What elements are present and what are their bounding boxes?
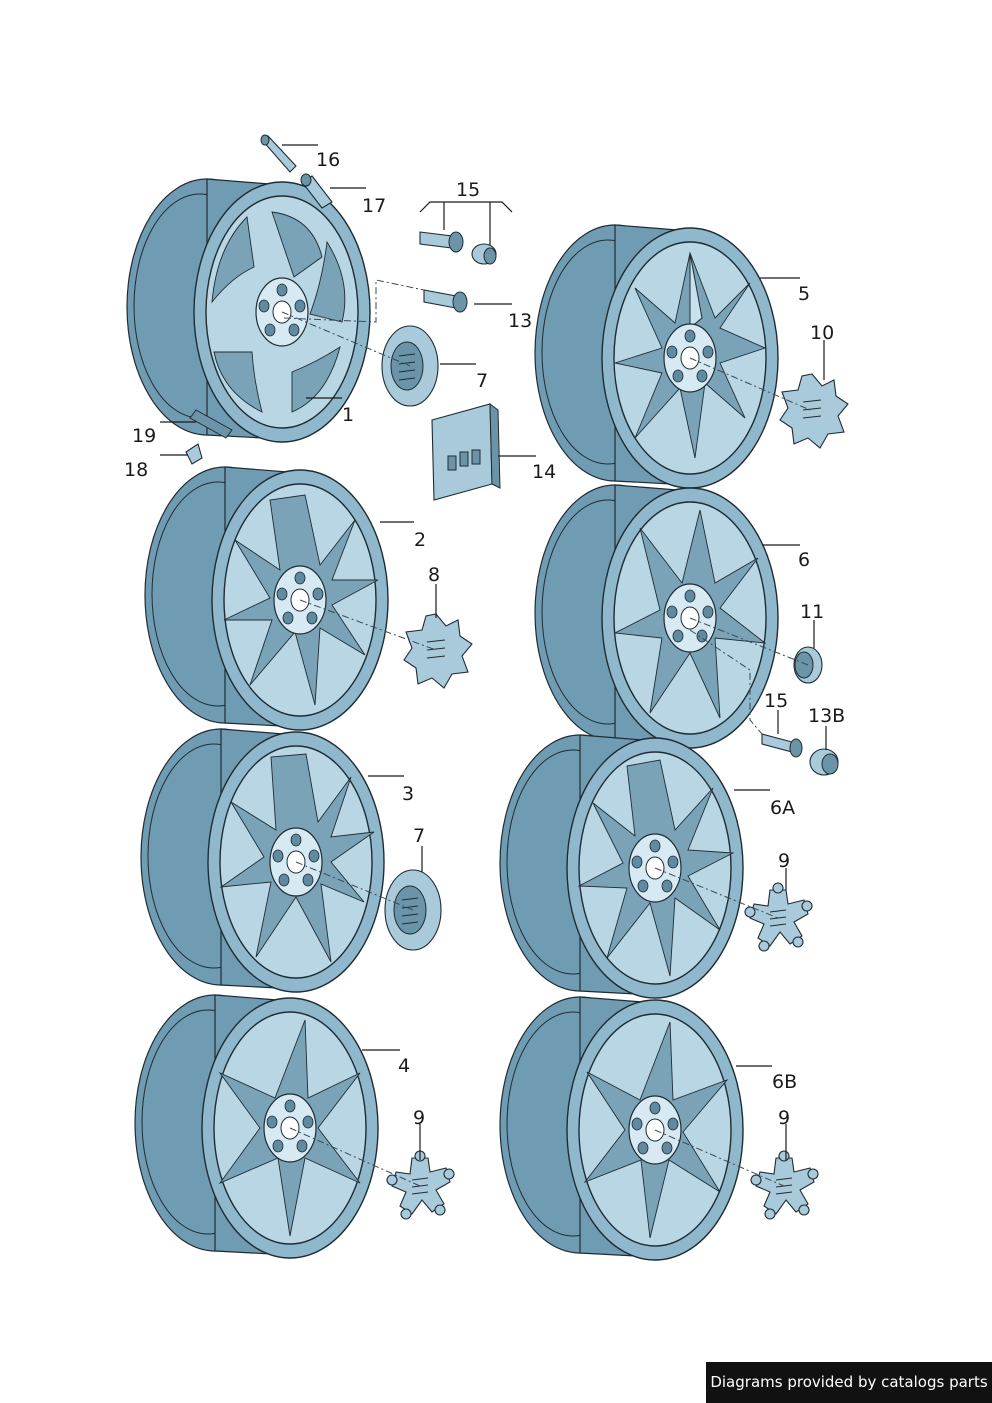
leader-lines <box>160 144 827 1160</box>
center-cap-9-a <box>744 882 813 952</box>
center-cap-11 <box>793 646 823 684</box>
valve-17 <box>300 173 333 209</box>
center-cap-10 <box>779 373 849 449</box>
label-18: 18 <box>124 459 148 481</box>
label-2: 2 <box>414 529 426 551</box>
label-14: 14 <box>532 461 556 483</box>
label-7-top: 7 <box>476 370 488 392</box>
wheel-2 <box>144 466 389 731</box>
center-cap-9-c <box>750 1150 819 1220</box>
label-1: 1 <box>342 404 354 426</box>
center-cap-9-b <box>386 1150 455 1220</box>
wheel-3 <box>140 728 385 993</box>
balance-weight-19 <box>189 409 233 439</box>
label-13b: 13B <box>808 705 845 727</box>
bolt-15-right <box>761 733 803 758</box>
bolt-13 <box>423 289 468 313</box>
credit-footer: Diagrams provided by catalogs parts <box>706 1362 992 1403</box>
label-15-mid: 15 <box>764 690 788 712</box>
label-6b: 6B <box>772 1071 797 1093</box>
nut-13b <box>809 748 839 776</box>
label-4: 4 <box>398 1055 410 1077</box>
label-13: 13 <box>508 310 532 332</box>
wheel-6 <box>534 484 779 749</box>
label-19: 19 <box>132 425 156 447</box>
label-9-a: 9 <box>778 850 790 872</box>
label-15-top: 15 <box>456 179 480 201</box>
label-17: 17 <box>362 195 386 217</box>
label-6: 6 <box>798 549 810 571</box>
label-8: 8 <box>428 564 440 586</box>
nut-15 <box>471 243 497 265</box>
label-6a: 6A <box>770 797 795 819</box>
valve-16 <box>260 134 297 173</box>
label-9-c: 9 <box>778 1107 790 1129</box>
wheel-6a <box>499 734 744 999</box>
bolt-15-long <box>419 231 464 253</box>
part-labels: 16 17 15 13 7 1 19 14 18 5 10 2 8 6 11 1… <box>124 149 845 1129</box>
wheel-1 <box>126 178 371 443</box>
wheel-4 <box>134 994 379 1259</box>
clip-18 <box>185 443 203 465</box>
label-7: 7 <box>413 825 425 847</box>
center-lines <box>281 279 811 1187</box>
wheel-6b <box>499 996 744 1261</box>
label-10: 10 <box>810 322 834 344</box>
label-3: 3 <box>402 783 414 805</box>
wheel-5 <box>534 224 779 489</box>
lock-kit-14 <box>431 402 501 501</box>
label-11: 11 <box>800 601 824 623</box>
label-9-b: 9 <box>413 1107 425 1129</box>
center-cap-8 <box>403 613 473 689</box>
label-16: 16 <box>316 149 340 171</box>
label-5: 5 <box>798 283 810 305</box>
